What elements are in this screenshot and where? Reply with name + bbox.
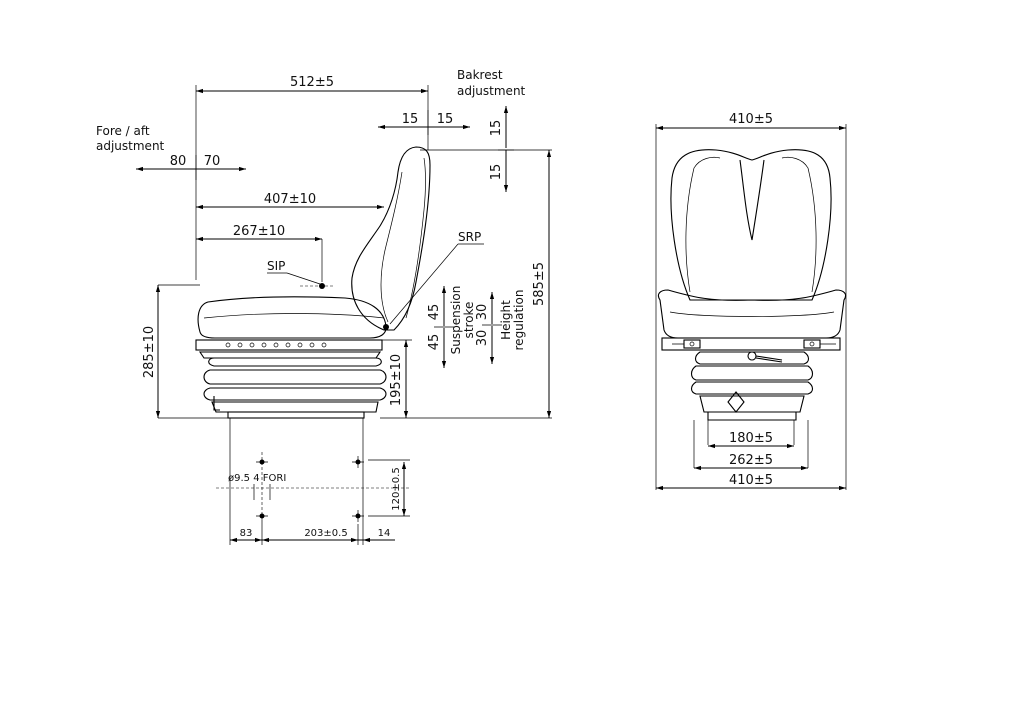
- backrest-label: Bakrest: [457, 68, 503, 82]
- side-view: 512±5 Bakrest adjustment 15 15 15 15 For…: [96, 68, 552, 545]
- suspension-stroke: 45 45 Suspension stroke: [427, 286, 476, 368]
- backrest-fore-value: 15: [402, 112, 419, 127]
- fore-aft-label: Fore / aft: [96, 124, 150, 138]
- height-word: Height: [499, 300, 513, 340]
- slide-rail-holes: [225, 342, 327, 348]
- dim-262-label: 262±5: [729, 453, 773, 468]
- dim-front-top: 410±5: [656, 112, 846, 131]
- fore-aft-adjustment: Fore / aft adjustment 80 70: [96, 124, 246, 180]
- front-view: 410±5: [655, 112, 847, 491]
- mount-holes: [259, 459, 361, 519]
- front-width-top-label: 410±5: [729, 112, 773, 127]
- dim-180: 180±5: [708, 431, 794, 449]
- mounting-pattern: ø9.5 4 FORI 83 203±0.5 14 120±0.5: [216, 452, 410, 545]
- height-regulation: 30 30 Height regulation: [475, 290, 526, 364]
- height-reg-up-value: 30: [475, 304, 490, 321]
- seat-side-outline: [195, 146, 431, 419]
- reference-points: SRP SIP: [267, 230, 484, 330]
- dim-83-label: 83: [240, 528, 253, 539]
- dim-120-label: 120±0.5: [391, 467, 402, 510]
- suspension-down-value: 45: [427, 334, 442, 351]
- suspension-word: Suspension: [449, 286, 463, 355]
- suspension-up-value: 45: [427, 304, 442, 321]
- front-width-bottom-label: 410±5: [729, 473, 773, 488]
- dim-262: 262±5: [694, 453, 808, 471]
- dim-203-label: 203±0.5: [304, 528, 347, 539]
- dim-overall-length-label: 512±5: [290, 75, 334, 90]
- backrest-up-value: 15: [489, 120, 504, 137]
- dim-front-bottom: 410±5: [656, 473, 846, 491]
- dim-overall-length: 512±5: [196, 75, 428, 94]
- backrest-adjustment-word: adjustment: [457, 84, 526, 98]
- sip-label: SIP: [267, 259, 285, 273]
- stroke-word: stroke: [462, 302, 476, 339]
- dim-585: 585±5: [532, 150, 552, 418]
- dim-407: 407±10: [196, 192, 384, 210]
- dim-585-label: 585±5: [532, 262, 547, 306]
- dim-267-label: 267±10: [233, 224, 285, 239]
- dim-195-label: 195±10: [389, 354, 404, 406]
- fore-aft-adjustment-word: adjustment: [96, 139, 165, 153]
- dim-407-label: 407±10: [264, 192, 316, 207]
- fore-aft-fwd-value: 70: [204, 154, 221, 169]
- dim-285-label: 285±10: [142, 326, 157, 378]
- dim-195: 195±10: [382, 339, 412, 418]
- dim-267: 267±10: [196, 224, 323, 282]
- regulation-word: regulation: [512, 290, 526, 351]
- backrest-aft-value: 15: [437, 112, 454, 127]
- mount-holes-label: ø9.5 4 FORI: [228, 473, 286, 484]
- backrest-down-value: 15: [489, 164, 504, 181]
- seat-front-outline: [657, 149, 847, 421]
- dim-180-label: 180±5: [729, 431, 773, 446]
- dim-14-label: 14: [378, 528, 391, 539]
- dim-285: 285±10: [142, 285, 161, 418]
- fore-aft-back-value: 80: [170, 154, 187, 169]
- height-reg-down-value: 30: [475, 330, 490, 347]
- backrest-adjustment: Bakrest adjustment 15 15 15 15: [378, 68, 526, 192]
- srp-label: SRP: [458, 230, 481, 244]
